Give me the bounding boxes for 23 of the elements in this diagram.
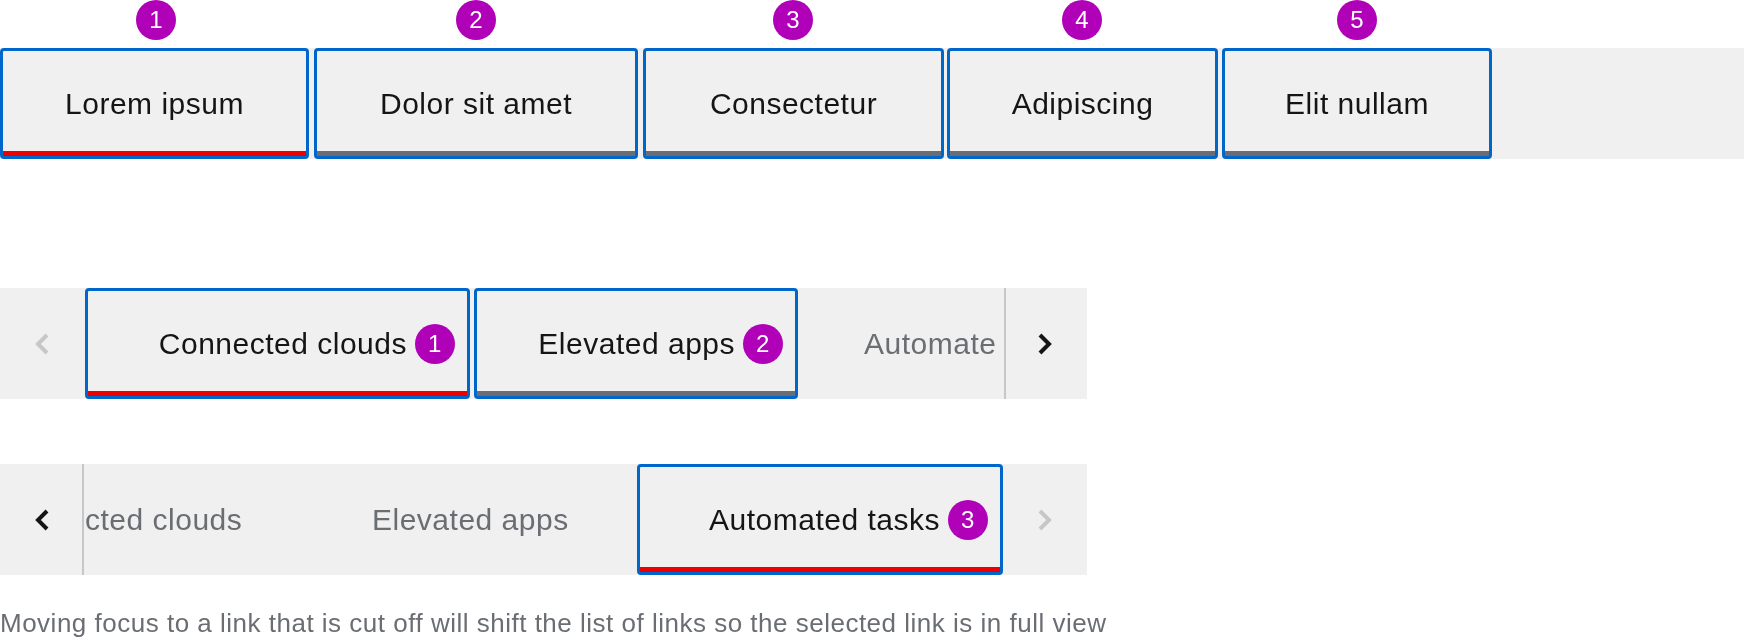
tab-bar	[0, 464, 1087, 575]
callout-number: 2	[456, 0, 496, 40]
callout-number: 1	[415, 323, 455, 364]
tab: Lorem ipsum	[0, 48, 309, 159]
callout-number: 5	[1337, 0, 1377, 40]
tab-bar	[0, 288, 1087, 399]
tab-label: cted clouds	[85, 502, 243, 538]
tab-label: Elevated apps	[372, 502, 569, 538]
callout-number: 1	[136, 0, 176, 40]
callout-number: 3	[948, 499, 988, 540]
tab-bar	[0, 48, 1744, 159]
callout-number: 3	[773, 0, 813, 40]
tab: Elit nullam	[1222, 48, 1492, 159]
tab: Dolor sit amet	[314, 48, 638, 159]
callout-number: 4	[1062, 0, 1102, 40]
tab: Adipiscing	[947, 48, 1218, 159]
tab: Automated tasks 3	[637, 464, 1003, 575]
tab: Elevated apps 2	[474, 288, 798, 399]
callout-number: 2	[743, 323, 783, 364]
tab: Consectetur	[643, 48, 944, 159]
tab-label: Automate	[864, 326, 997, 362]
caption: Moving focus to a link that is cut off will shift the list of links so the selected link is in full view	[0, 608, 1107, 639]
tab: Connected clouds 1	[85, 288, 470, 399]
